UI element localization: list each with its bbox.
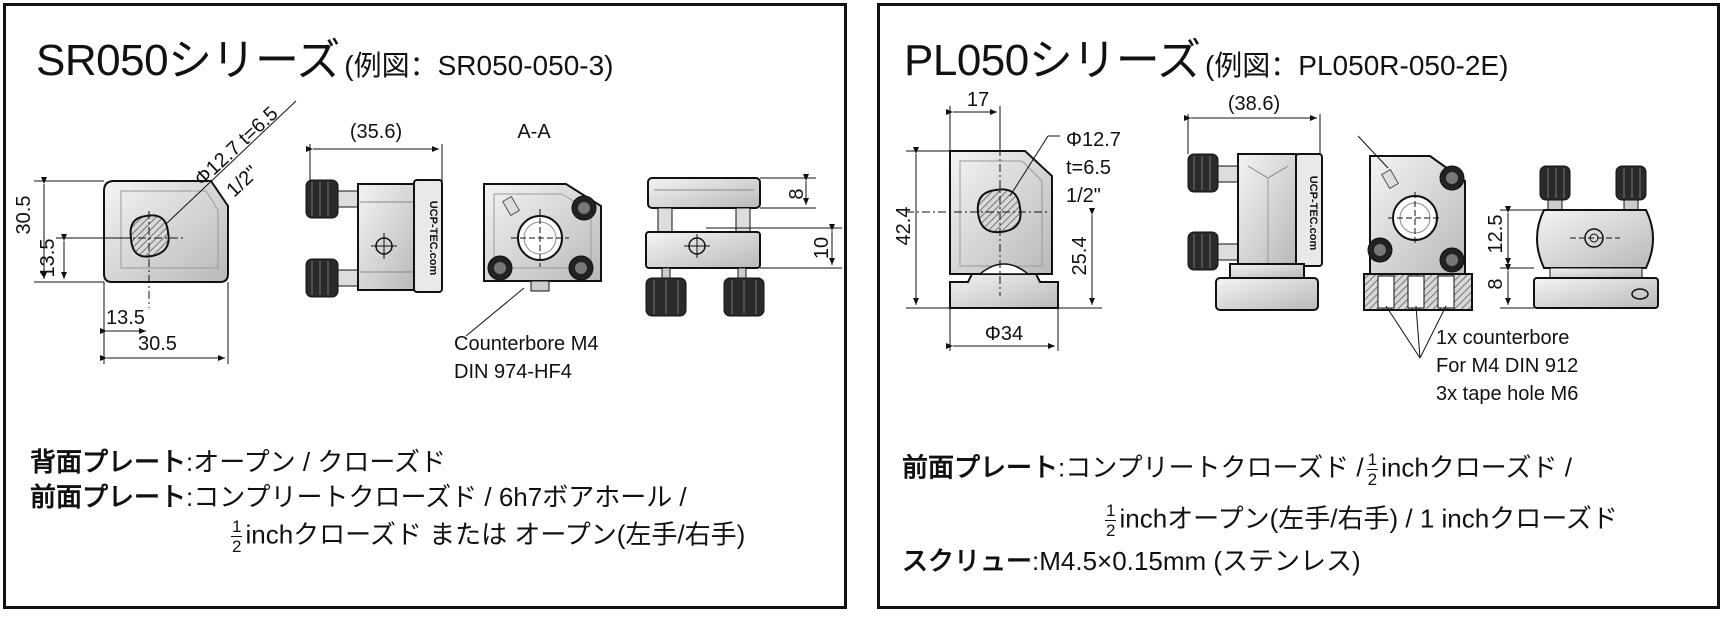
pl050-drawing: 17 Φ12.7 t=6.5 1/2" 42.4 25.4 Φ34 xyxy=(893,89,1659,405)
side-view xyxy=(305,144,443,298)
series-name: SR050シリーズ xyxy=(36,36,340,85)
note-tape-hole: 3x tape hole M6 xyxy=(1436,383,1578,405)
spec-line3-value: inchクローズド または オープン(左手/右手) xyxy=(245,519,746,550)
spec-front-plate: 前面プレート:コンプリートクローズド / 6h7ボアホール / xyxy=(30,484,687,510)
front-dimensions xyxy=(34,100,297,364)
dim-8: 8 xyxy=(1485,278,1507,289)
dim-inch: 1/2" xyxy=(1066,185,1101,207)
dim-thickness: t=6.5 xyxy=(1066,157,1111,179)
spec-screw: スクリュー:M4.5×0.15mm (ステンレス) xyxy=(902,548,1361,574)
pl050-logo-text: UCP-TEC.com xyxy=(1307,176,1319,251)
spec-back-plate: 背面プレート:オープン / クローズド xyxy=(30,449,446,475)
dim-height: 42.4 xyxy=(893,207,915,246)
counterbore-note-1: Counterbore M4 xyxy=(454,333,599,355)
spec-line2-value: inchオープン(左手/右手) / 1 inchクローズド xyxy=(1119,503,1618,534)
dim-10: 10 xyxy=(811,237,833,259)
sr050-title: SR050シリーズ (例図：SR050-050-3) xyxy=(36,24,614,88)
sr050-panel: SR050シリーズ (例図：SR050-050-3) xyxy=(3,3,847,609)
section-view xyxy=(1357,135,1473,359)
dim-center-height: 25.4 xyxy=(1069,237,1091,276)
dim-inner-height: 13.5 xyxy=(37,239,59,278)
spec-back-label: 背面プレート xyxy=(30,447,187,477)
series-name: PL050シリーズ xyxy=(904,36,1201,85)
note-din: For M4 DIN 912 xyxy=(1436,355,1578,377)
dim-top-width: 17 xyxy=(967,89,989,111)
section-view xyxy=(465,183,602,337)
front-view xyxy=(103,180,229,308)
pl050-title: PL050シリーズ (例図：PL050R-050-2E) xyxy=(904,24,1508,88)
example-label: (例図：SR050-050-3) xyxy=(344,50,614,81)
dim-8: 8 xyxy=(786,188,808,199)
dim-phi: Φ12.7 xyxy=(1066,129,1121,151)
dim-side-width: (35.6) xyxy=(350,121,402,143)
top-view xyxy=(645,174,842,317)
spec-screw-value: :M4.5×0.15mm (ステンレス) xyxy=(1032,546,1361,576)
rear-view xyxy=(1500,165,1659,309)
dim-inner-width: 13.5 xyxy=(106,307,145,329)
front-view xyxy=(906,116,1060,309)
spec-front-value: :コンプリートクローズド / xyxy=(1058,452,1364,483)
pl050-panel: PL050シリーズ (例図：PL050R-050-2E) xyxy=(877,3,1720,609)
dim-side-width: (38.6) xyxy=(1228,93,1280,115)
counterbore-note-2: DIN 974-HF4 xyxy=(454,361,572,383)
spec-line1-tail: inchクローズド / xyxy=(1381,452,1572,483)
dim-height: 30.5 xyxy=(13,196,35,235)
note-counterbore: 1x counterbore xyxy=(1436,327,1569,349)
spec-back-value: :オープン / クローズド xyxy=(186,447,447,477)
spec-front-label: 前面プレート xyxy=(902,452,1059,483)
section-label: A-A xyxy=(517,121,551,143)
sr050-logo-text: UCP-TEC.com xyxy=(427,201,439,276)
dim-width: 30.5 xyxy=(138,333,177,355)
spec-front-value: :コンプリートクローズド / 6h7ボアホール / xyxy=(186,482,687,512)
side-view xyxy=(1184,114,1323,311)
sr050-drawing: 30.5 13.5 13.5 30.5 Φ12.7 t=6.5 1/2" xyxy=(13,100,842,383)
front-dimensions xyxy=(906,106,1102,351)
example-label: (例図：PL050R-050-2E) xyxy=(1204,50,1509,81)
dim-12-5: 12.5 xyxy=(1485,215,1507,254)
spec-screw-label: スクリュー xyxy=(902,546,1033,576)
spec-front-label: 前面プレート xyxy=(30,482,187,512)
dim-base: Φ34 xyxy=(985,323,1023,345)
